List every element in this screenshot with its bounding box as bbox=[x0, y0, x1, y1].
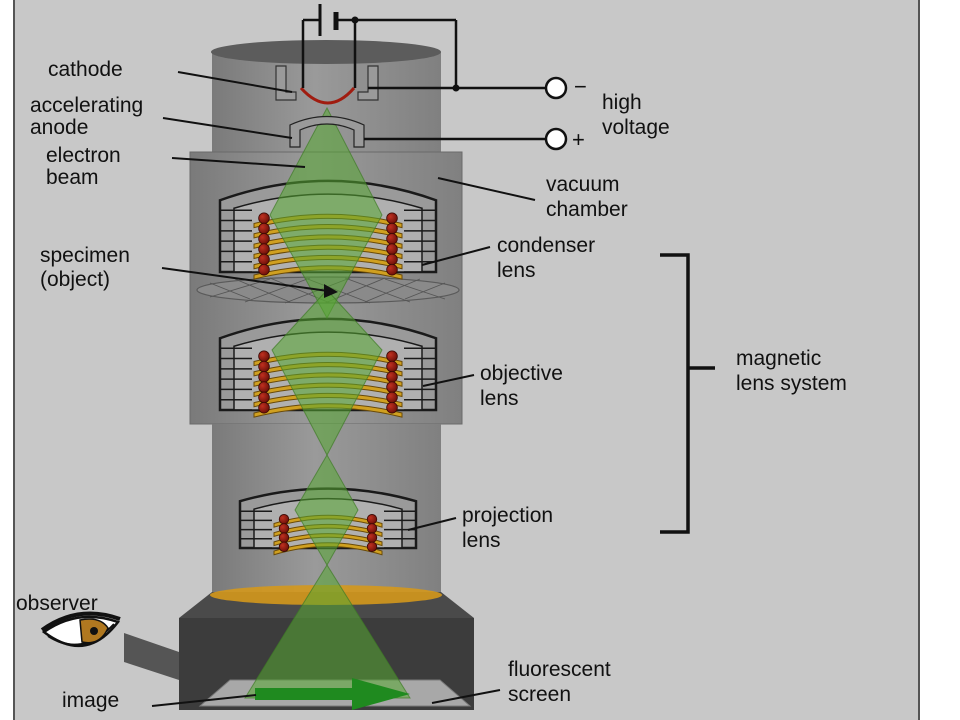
leader-beam bbox=[171, 157, 306, 168]
condenser-lens-coil bbox=[386, 253, 398, 266]
leader-anode bbox=[162, 117, 293, 139]
condenser-lens-coil bbox=[386, 243, 398, 255]
leader-objective bbox=[422, 374, 475, 387]
wire-junction-top bbox=[351, 16, 359, 24]
projection-lens-coil bbox=[366, 532, 378, 543]
leader-screen bbox=[431, 689, 501, 704]
accelerating-anode-ring bbox=[289, 116, 365, 148]
objective-lens-coil bbox=[386, 401, 398, 414]
label-cathode: cathode bbox=[48, 58, 123, 81]
projection-lens-coil bbox=[366, 523, 378, 534]
leader-image bbox=[151, 694, 257, 707]
projection-lens-coil bbox=[278, 532, 290, 543]
condenser-lens-coil bbox=[258, 212, 270, 224]
cathode-filament bbox=[299, 86, 356, 105]
objective-lens-coil bbox=[386, 350, 398, 362]
positive-terminal bbox=[544, 127, 568, 151]
background-panel bbox=[14, 0, 919, 720]
condenser-lens-coil bbox=[258, 253, 270, 266]
objective-lens-coil bbox=[386, 391, 398, 404]
condenser-lens-coil bbox=[386, 222, 398, 235]
objective-lens-coil bbox=[258, 371, 270, 383]
objective-lens-coil bbox=[258, 381, 270, 393]
electron-beam-path bbox=[244, 106, 411, 699]
condenser-lens-coil bbox=[386, 233, 398, 245]
label-image: image bbox=[62, 689, 119, 712]
image-arrow bbox=[255, 678, 410, 710]
label-observer: observer bbox=[16, 592, 98, 615]
condenser-lens-coil bbox=[258, 243, 270, 255]
label-plus-sign: + bbox=[572, 127, 585, 152]
projection-lens-coil bbox=[366, 541, 378, 552]
condenser-lens-coil bbox=[258, 263, 270, 276]
condenser-lens-coil bbox=[386, 263, 398, 276]
label-specimen: specimen(object) bbox=[40, 244, 130, 291]
condenser-lens-coil bbox=[258, 233, 270, 245]
leader-lines bbox=[151, 71, 536, 707]
projection-lens-coil bbox=[366, 514, 378, 525]
leader-projection bbox=[407, 517, 457, 531]
label-minus-sign: − bbox=[574, 74, 587, 99]
electron-gun bbox=[275, 65, 379, 148]
projection-lens-coil bbox=[278, 523, 290, 534]
leader-cathode bbox=[177, 71, 293, 93]
projection-lens-coil bbox=[278, 541, 290, 552]
objective-lens-coil bbox=[258, 391, 270, 404]
eye-icon bbox=[40, 611, 121, 648]
eyepiece-tube bbox=[124, 633, 179, 680]
projection-lens-coil bbox=[278, 514, 290, 525]
wire-junction-right bbox=[452, 84, 460, 92]
objective-lens-coil bbox=[386, 381, 398, 393]
objective-lens-coil bbox=[386, 360, 398, 373]
cathode-shield-right bbox=[357, 65, 379, 101]
leader-condenser bbox=[421, 246, 491, 266]
objective-lens-coil bbox=[258, 360, 270, 373]
cathode-shield-left bbox=[275, 65, 297, 101]
condenser-lens-coil bbox=[258, 222, 270, 235]
objective-lens-coil bbox=[258, 401, 270, 414]
condenser-lens-coil bbox=[386, 212, 398, 224]
leader-specimen bbox=[161, 267, 338, 298]
objective-lens-coil bbox=[258, 350, 270, 362]
column-top-cap bbox=[211, 40, 441, 64]
objective-lens-coil bbox=[386, 371, 398, 383]
projection-lens-winding bbox=[273, 542, 383, 556]
lens-system-bracket bbox=[660, 253, 715, 534]
negative-terminal bbox=[544, 76, 568, 100]
leader-vacuum-chamber bbox=[437, 177, 536, 201]
